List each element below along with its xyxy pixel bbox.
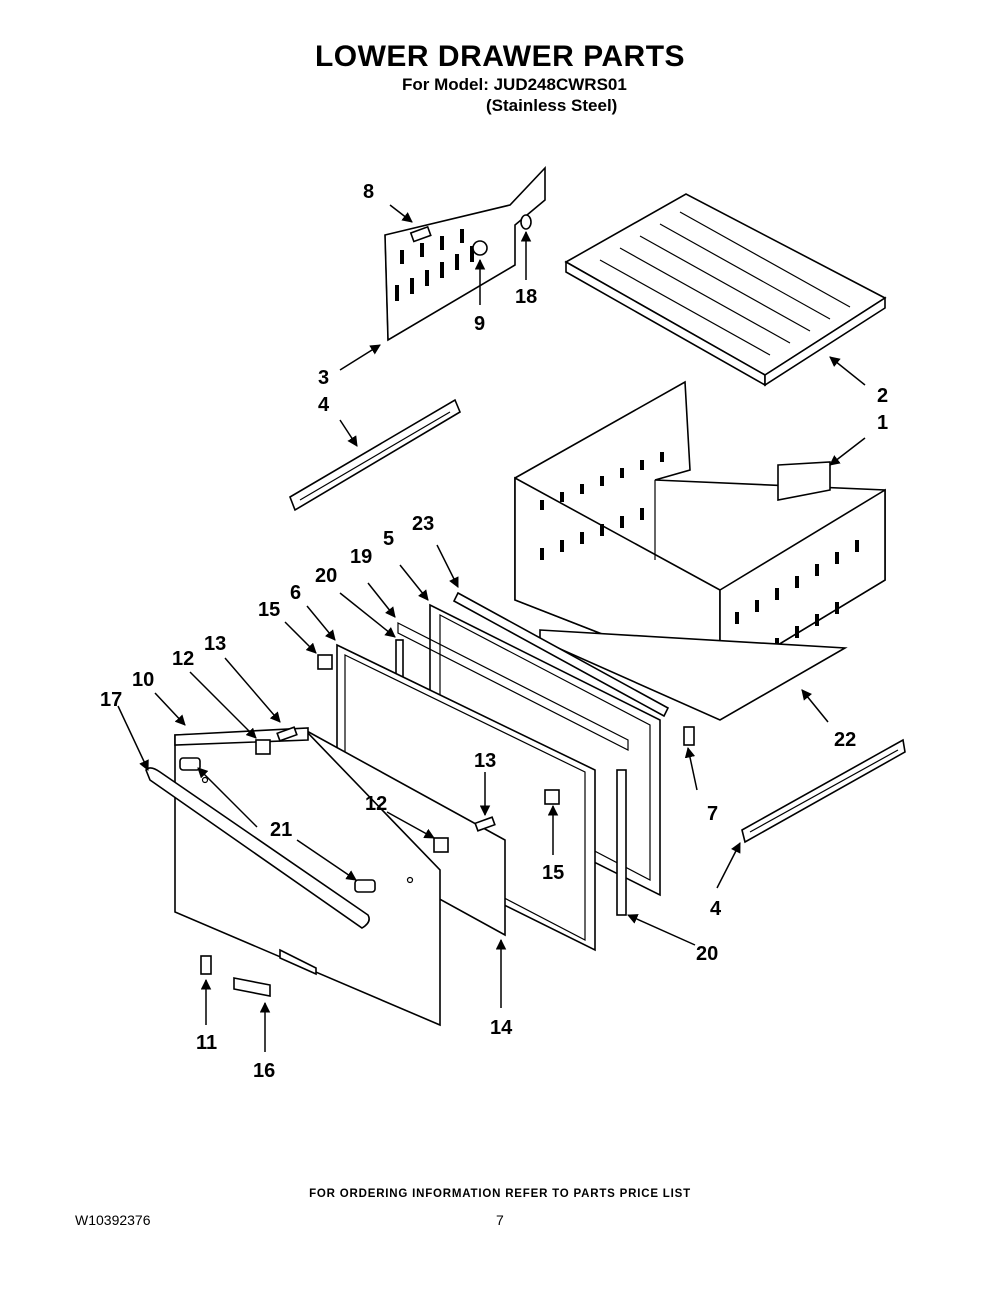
page-title: LOWER DRAWER PARTS bbox=[314, 40, 686, 73]
callout-17: 17 bbox=[100, 689, 122, 711]
callout-13: 13 bbox=[204, 633, 226, 655]
callout-1: 1 bbox=[877, 412, 888, 434]
drawer-cover-shelf-part bbox=[564, 193, 887, 387]
callout-6: 6 bbox=[290, 582, 301, 604]
page-number: 7 bbox=[496, 1212, 504, 1228]
callout-8: 8 bbox=[363, 181, 374, 203]
top-trim-strip-part bbox=[452, 591, 670, 718]
screw-part-8 bbox=[409, 225, 432, 243]
basket-screw-part bbox=[683, 726, 695, 746]
document-number: W10392376 bbox=[75, 1212, 151, 1228]
callout-20: 20 bbox=[315, 565, 337, 587]
callout-15b: 15 bbox=[542, 862, 564, 884]
callout-4b: 4 bbox=[710, 898, 722, 920]
callout-18: 18 bbox=[515, 286, 537, 308]
handle-cap-part bbox=[179, 757, 376, 893]
callout-3: 3 bbox=[318, 367, 329, 389]
leader-arrows bbox=[117, 204, 866, 1052]
nut-part-18 bbox=[520, 214, 532, 230]
callout-14: 14 bbox=[490, 1017, 513, 1039]
door-screw-part bbox=[276, 726, 496, 832]
bracket-pad-part bbox=[255, 739, 449, 853]
callout-4: 4 bbox=[318, 394, 330, 416]
slide-rail-left-part bbox=[289, 398, 462, 512]
callout-5: 5 bbox=[383, 528, 394, 550]
callout-21: 21 bbox=[270, 819, 292, 841]
callout-2: 2 bbox=[877, 385, 888, 407]
slide-rail-right-part bbox=[741, 738, 906, 844]
door-gasket-part bbox=[397, 622, 629, 751]
callout-23: 23 bbox=[412, 513, 434, 535]
bottom-strip-part bbox=[539, 629, 848, 721]
callout-11: 11 bbox=[196, 1032, 217, 1054]
callout-labels: 1 2 3 4 4 5 6 7 8 9 10 11 12 12 13 13 14… bbox=[100, 181, 888, 1082]
callout-20b: 20 bbox=[696, 943, 718, 965]
callout-13b: 13 bbox=[474, 750, 496, 772]
callout-22: 22 bbox=[834, 729, 856, 751]
callout-15: 15 bbox=[258, 599, 280, 621]
callout-9: 9 bbox=[474, 313, 485, 335]
bottom-screw-part bbox=[200, 955, 212, 975]
callout-16: 16 bbox=[253, 1060, 275, 1082]
callout-12b: 12 bbox=[365, 793, 387, 815]
callout-7: 7 bbox=[707, 803, 718, 825]
door-label-part bbox=[233, 948, 317, 997]
door-handle-part bbox=[145, 767, 370, 929]
model-number: For Model: JUD248CWRS01 bbox=[402, 75, 627, 94]
callout-10: 10 bbox=[132, 669, 154, 691]
callout-19: 19 bbox=[350, 546, 372, 568]
side-trim-right-part bbox=[616, 769, 627, 916]
rear-bracket-part bbox=[384, 165, 546, 342]
callout-12: 12 bbox=[172, 648, 194, 670]
model-variant: (Stainless Steel) bbox=[486, 96, 618, 115]
screw-part-9 bbox=[472, 240, 488, 256]
ordering-note: FOR ORDERING INFORMATION REFER TO PARTS … bbox=[309, 1188, 691, 1200]
